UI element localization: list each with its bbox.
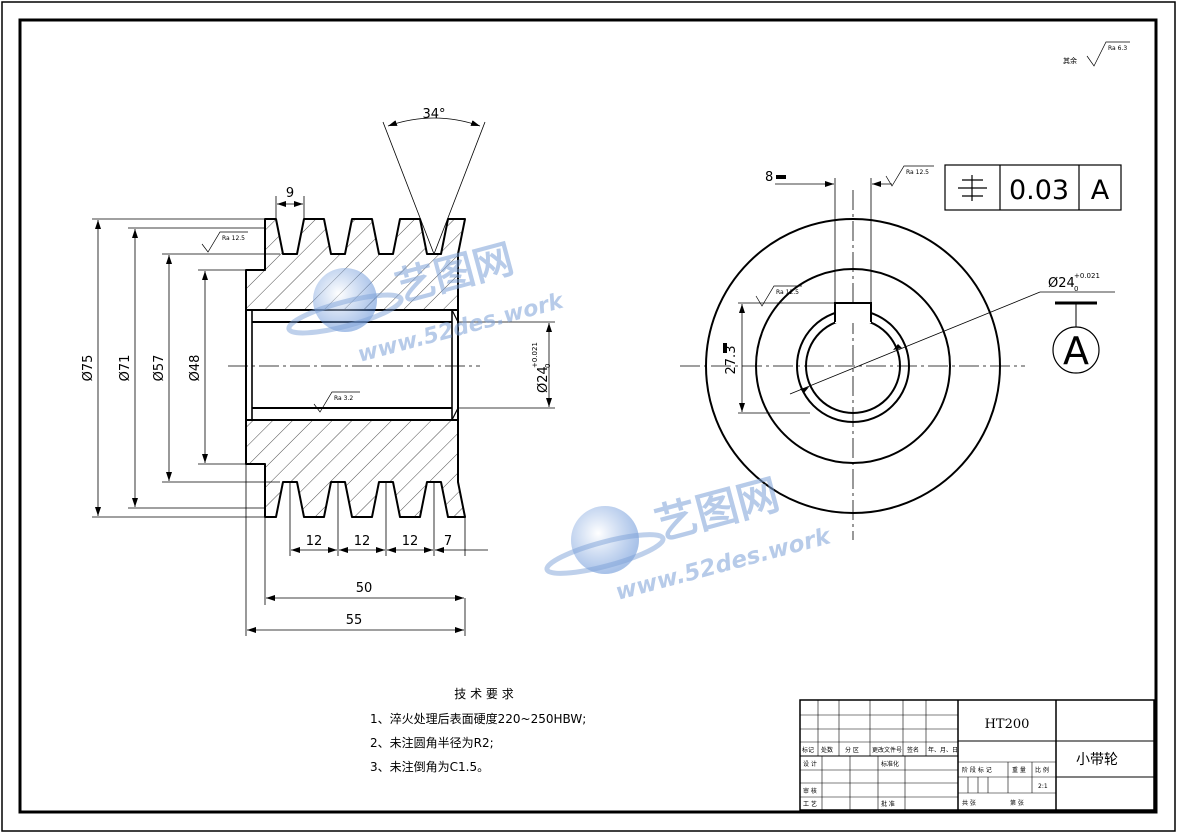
svg-text:工 艺: 工 艺 bbox=[803, 800, 817, 808]
roughness-groove: Ra 12.5 bbox=[201, 231, 248, 253]
dim-12-a: 12 bbox=[306, 534, 323, 549]
dim-d75: Ø75 bbox=[81, 355, 96, 382]
roughness-keyway-side: Ra 12.5 bbox=[755, 285, 802, 307]
svg-text:标准化: 标准化 bbox=[881, 760, 899, 768]
material: HT200 bbox=[985, 717, 1030, 732]
inner-frame bbox=[18, 18, 1158, 814]
notes-title: 技 术 要 求 bbox=[454, 687, 513, 701]
svg-text:阶 段 标 记: 阶 段 标 记 bbox=[962, 766, 992, 774]
dim-angle-34: 34° bbox=[422, 107, 445, 122]
dim-bore-upper: +0.021 bbox=[531, 342, 539, 368]
svg-text:比 例: 比 例 bbox=[1035, 766, 1049, 774]
dim-50: 50 bbox=[356, 581, 373, 596]
svg-text:2:1: 2:1 bbox=[1038, 783, 1048, 790]
svg-text:第 张: 第 张 bbox=[1010, 799, 1024, 807]
svg-text:Ra 6.3: Ra 6.3 bbox=[1108, 45, 1127, 52]
title-block-text: HT200 小带轮 标记 处数 分 区 更改文件号 签名 年、月、日 设 计 审… bbox=[802, 717, 1118, 808]
title-block bbox=[799, 699, 1155, 811]
svg-text:共 张: 共 张 bbox=[962, 799, 976, 807]
svg-text:Ra 3.2: Ra 3.2 bbox=[334, 395, 353, 402]
svg-text:更改文件号: 更改文件号 bbox=[872, 746, 902, 754]
front-view bbox=[680, 178, 1115, 540]
note-1: 1、淬火处理后表面硬度220~250HBW; bbox=[370, 711, 586, 726]
svg-text:Ra 12.5: Ra 12.5 bbox=[776, 289, 799, 296]
front-view-text: 8 27.3 Ø24 +0.021 0 A bbox=[723, 170, 1100, 374]
note-2: 2、未注圆角半径为R2; bbox=[370, 735, 494, 750]
roughness-others: 其余 Ra 6.3 bbox=[1063, 41, 1130, 67]
dim-pitch-9: 9 bbox=[286, 186, 294, 201]
section-view bbox=[228, 218, 480, 518]
roughness-bore: Ra 3.2 bbox=[313, 391, 360, 413]
watermark-brand-2: 艺图网 bbox=[650, 470, 784, 550]
note-3: 3、未注倒角为C1.5。 bbox=[370, 759, 489, 774]
svg-text:批 准: 批 准 bbox=[881, 800, 895, 808]
lower-section bbox=[245, 419, 466, 518]
dim-55: 55 bbox=[346, 613, 363, 628]
left-dimensions bbox=[92, 117, 555, 636]
dim-d48: Ø48 bbox=[188, 355, 203, 382]
svg-text:Ra 12.5: Ra 12.5 bbox=[906, 169, 929, 176]
watermark-2: 艺图网 www.52des.work bbox=[544, 470, 835, 606]
svg-text:其余: 其余 bbox=[1063, 56, 1077, 65]
svg-text:重 量: 重 量 bbox=[1012, 766, 1026, 774]
dim-d57: Ø57 bbox=[152, 355, 167, 382]
dim-key-width: 8 bbox=[765, 170, 773, 185]
svg-text:处数: 处数 bbox=[821, 746, 833, 754]
left-dim-text: Ø75 Ø71 Ø57 Ø48 Ø24 +0.021 0 9 34° 12 12… bbox=[81, 107, 552, 628]
roughness-keyway-top: Ra 12.5 bbox=[885, 165, 934, 187]
dim-7: 7 bbox=[444, 534, 452, 549]
svg-text:Ra 12.5: Ra 12.5 bbox=[222, 235, 245, 242]
svg-text:设 计: 设 计 bbox=[803, 760, 817, 768]
dim-key-depth: 27.3 bbox=[724, 346, 739, 375]
dim-d71: Ø71 bbox=[118, 355, 133, 382]
dim-bore-lower: 0 bbox=[544, 364, 552, 368]
datum-label: A bbox=[1063, 329, 1089, 373]
svg-text:审 核: 审 核 bbox=[803, 787, 817, 795]
tolerance-datum: A bbox=[1091, 175, 1110, 206]
svg-text:签名: 签名 bbox=[907, 746, 919, 754]
dim-right-bore-upper: +0.021 bbox=[1074, 272, 1100, 280]
dim-right-bore: Ø24 bbox=[1048, 276, 1075, 291]
svg-text:标记: 标记 bbox=[802, 746, 814, 754]
tolerance-frame: 0.03 A bbox=[944, 164, 1122, 211]
svg-text:分 区: 分 区 bbox=[845, 746, 859, 754]
dim-right-bore-lower: 0 bbox=[1074, 285, 1078, 293]
part-name: 小带轮 bbox=[1076, 752, 1118, 768]
dim-bore: Ø24 bbox=[536, 366, 551, 393]
svg-text:年、月、日: 年、月、日 bbox=[928, 746, 958, 754]
tolerance-value: 0.03 bbox=[1009, 175, 1069, 206]
technical-notes: 技 术 要 求 1、淬火处理后表面硬度220~250HBW; 2、未注圆角半径为… bbox=[370, 687, 586, 774]
dim-12-c: 12 bbox=[402, 534, 419, 549]
dim-12-b: 12 bbox=[354, 534, 371, 549]
